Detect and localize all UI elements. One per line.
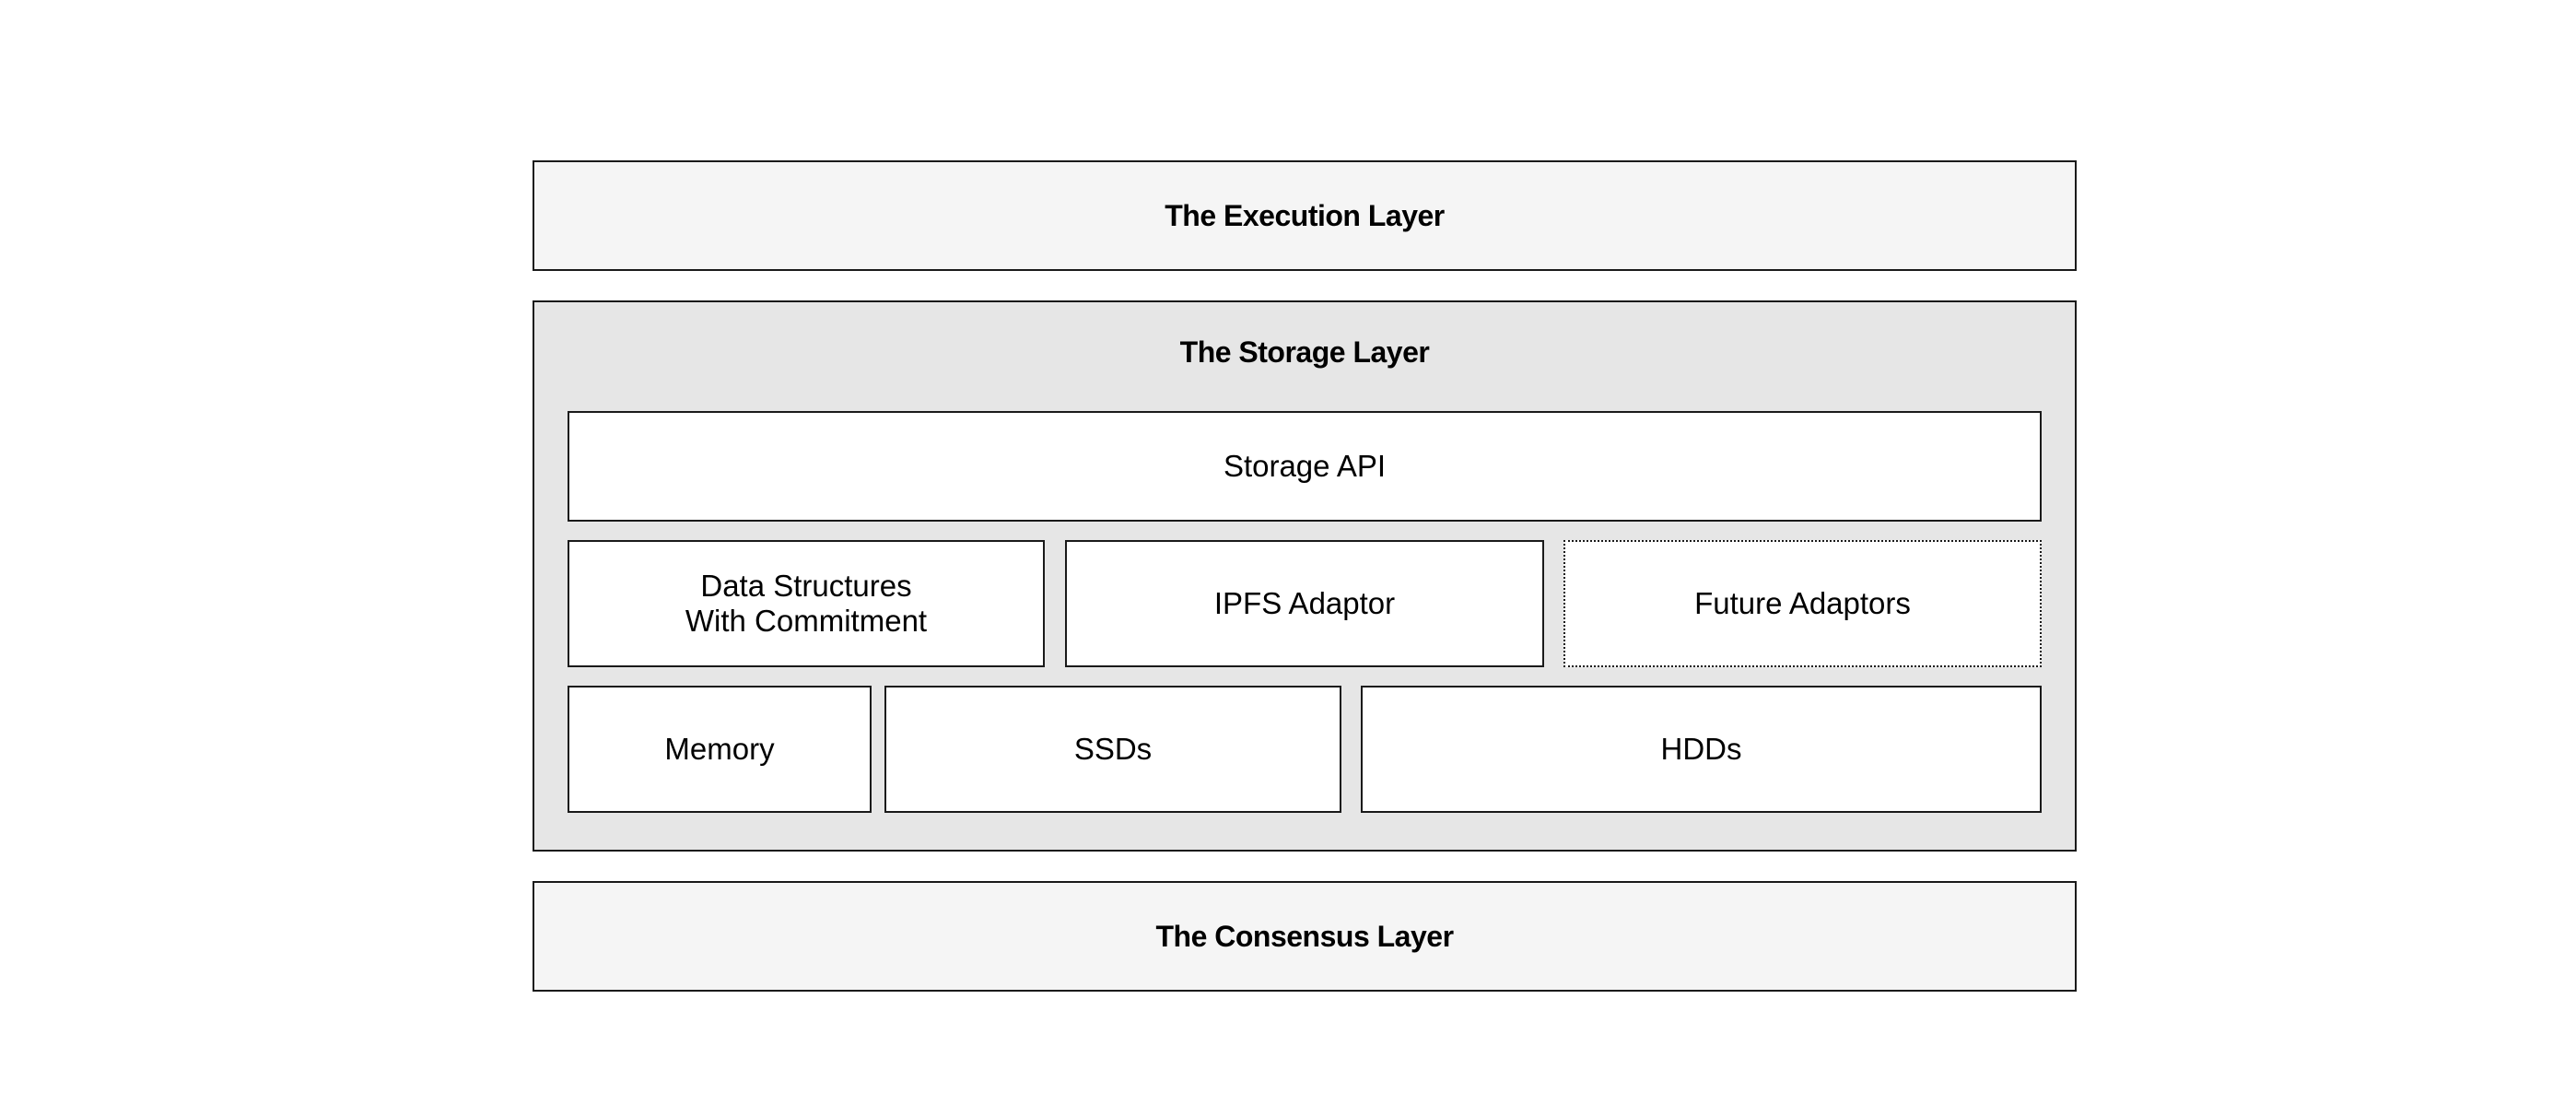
ipfs-adaptor-box: IPFS Adaptor [1065, 540, 1544, 667]
storage-api-label: Storage API [1223, 449, 1387, 484]
future-adaptors-box: Future Adaptors [1563, 540, 2042, 667]
storage-layer-title: The Storage Layer [1179, 335, 1430, 369]
data-structures-label-line1: Data Structures [700, 569, 912, 604]
ssds-box: SSDs [884, 686, 1341, 813]
future-adaptors-label: Future Adaptors [1694, 586, 1911, 621]
ipfs-adaptor-label: IPFS Adaptor [1213, 586, 1396, 621]
consensus-layer-title: The Consensus Layer [1155, 919, 1454, 953]
execution-layer-title: The Execution Layer [1165, 198, 1445, 232]
consensus-layer-box: The Consensus Layer [533, 881, 2077, 992]
memory-box: Memory [568, 686, 872, 813]
storage-api-box: Storage API [568, 411, 2042, 522]
ssds-label: SSDs [1073, 732, 1153, 767]
data-structures-box: Data Structures With Commitment [568, 540, 1045, 667]
memory-label: Memory [664, 732, 775, 767]
hdds-box: HDDs [1361, 686, 2042, 813]
data-structures-label-line2: With Commitment [685, 604, 928, 638]
hdds-label: HDDs [1660, 732, 1742, 767]
execution-layer-box: The Execution Layer [533, 160, 2077, 271]
